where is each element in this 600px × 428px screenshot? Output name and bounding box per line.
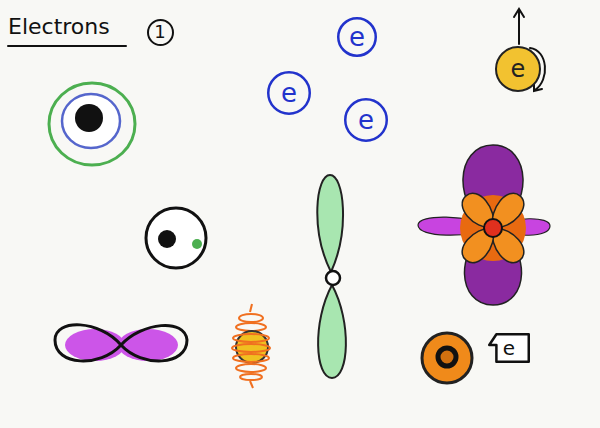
electron-circle: e xyxy=(267,71,311,115)
number-circle: 1 xyxy=(147,19,174,46)
node-label: e xyxy=(358,107,374,133)
electron-circle: e xyxy=(337,17,377,57)
spinning-electron: e xyxy=(495,46,541,92)
figure-eight-orbital xyxy=(55,325,187,361)
node-label: e xyxy=(281,80,297,106)
page-title: Electrons xyxy=(8,14,110,40)
node-label: e xyxy=(511,57,526,81)
shell-atom xyxy=(49,83,135,165)
node-label: e xyxy=(503,338,515,358)
disc-electron xyxy=(422,333,472,383)
spring-electron xyxy=(232,304,270,388)
d-orbital xyxy=(418,145,550,305)
node-label: 1 xyxy=(154,23,165,41)
title-underline xyxy=(8,45,126,47)
electron-circle: e xyxy=(344,98,388,142)
node-label: e xyxy=(349,24,365,50)
p-orbital xyxy=(317,175,346,378)
orbit-atom xyxy=(146,208,206,268)
electron-tag: e xyxy=(488,333,530,363)
